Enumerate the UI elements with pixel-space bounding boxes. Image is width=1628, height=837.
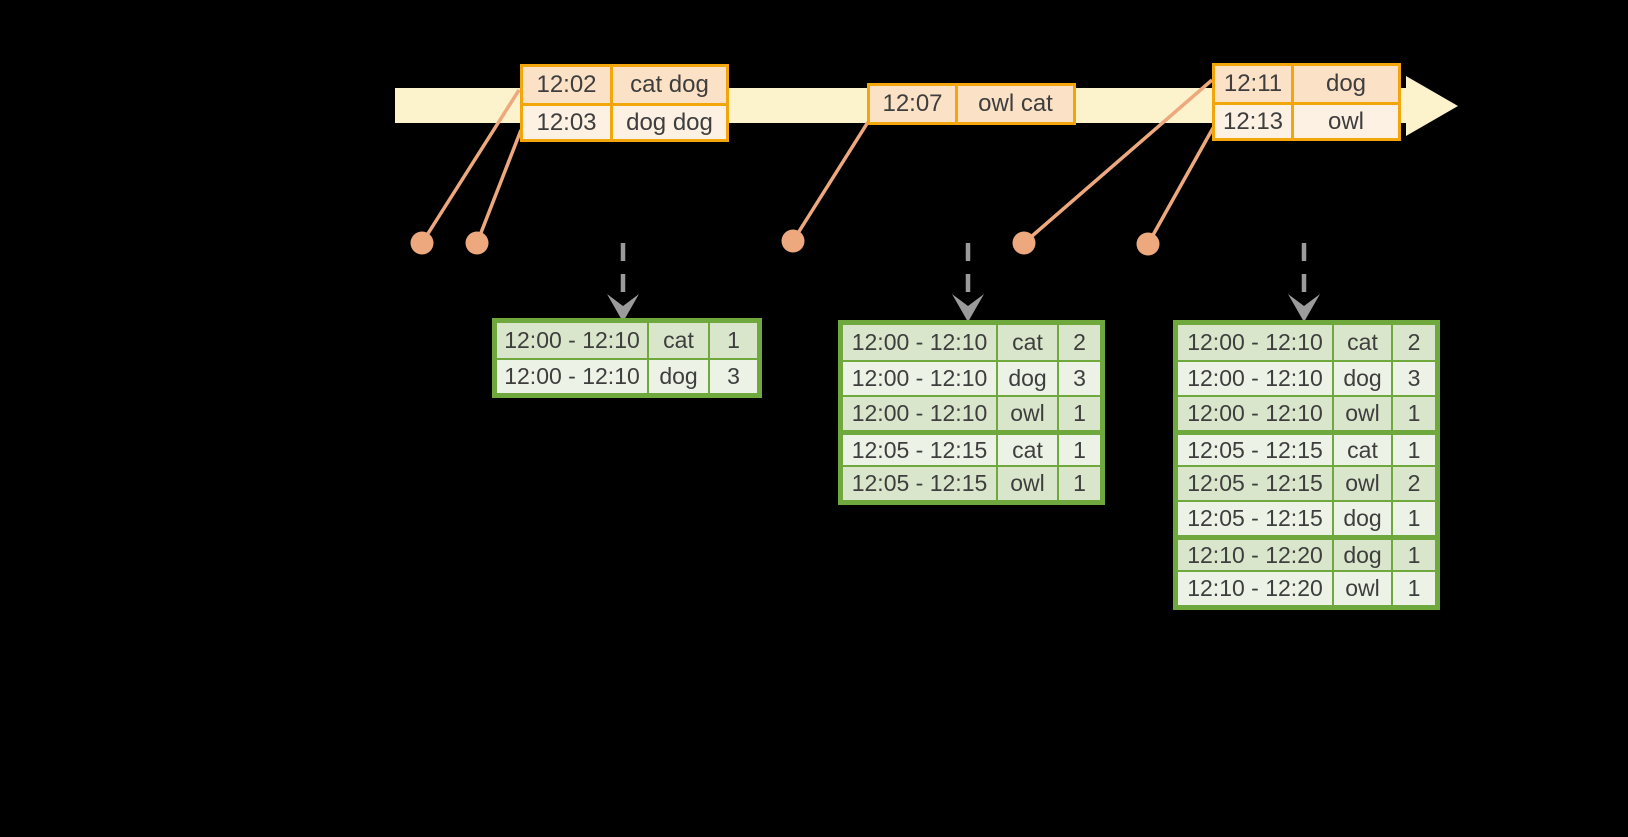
connector-line <box>475 129 523 244</box>
result-count-cell: 1 <box>1391 502 1435 535</box>
result-count-cell: 1 <box>1057 397 1100 430</box>
result-window-cell: 12:00 - 12:10 <box>843 397 996 430</box>
result-window-cell: 12:05 - 12:15 <box>1178 435 1332 465</box>
result-count-cell: 1 <box>1391 435 1435 465</box>
result-word-cell: dog <box>647 360 708 393</box>
down-arrow-icon <box>607 294 639 322</box>
result-window-cell: 12:10 - 12:20 <box>1178 540 1332 570</box>
down-arrow-icon <box>952 294 984 322</box>
result-window-cell: 12:00 - 12:10 <box>843 325 996 360</box>
result-window-cell: 12:05 - 12:15 <box>843 467 996 500</box>
event-words-cell: owl <box>1291 105 1398 138</box>
event-words-cell: dog <box>1291 66 1398 102</box>
result-window-cell: 12:00 - 12:10 <box>1178 362 1332 395</box>
result-window-cell: 12:05 - 12:15 <box>843 435 996 465</box>
result-word-cell: owl <box>1332 572 1391 605</box>
event-words-cell: cat dog <box>610 67 726 103</box>
event-time-cell: 12:03 <box>523 106 610 139</box>
result-window-cell: 12:00 - 12:10 <box>1178 325 1332 360</box>
event-dot <box>1136 232 1160 256</box>
result-count-cell: 2 <box>1391 467 1435 500</box>
result-word-cell: dog <box>1332 502 1391 535</box>
event-words-cell: dog dog <box>610 106 726 139</box>
connector-line <box>791 121 870 242</box>
result-count-cell: 1 <box>1057 467 1100 500</box>
result-count-cell: 3 <box>708 360 757 393</box>
event-time-cell: 12:11 <box>1215 66 1291 102</box>
connector-line <box>1146 127 1215 245</box>
event-words-cell: owl cat <box>955 86 1073 122</box>
result-count-cell: 3 <box>1391 362 1435 395</box>
result-count-cell: 1 <box>1391 397 1435 430</box>
result-word-cell: cat <box>996 435 1057 465</box>
result-window-cell: 12:05 - 12:15 <box>1178 467 1332 500</box>
result-word-cell: dog <box>1332 540 1391 570</box>
trigger-arrow <box>1288 243 1320 322</box>
result-word-cell: cat <box>996 325 1057 360</box>
result-window-cell: 12:10 - 12:20 <box>1178 572 1332 605</box>
event-dot <box>1012 231 1036 255</box>
event-dot <box>465 231 489 255</box>
result-window-cell: 12:00 - 12:10 <box>843 362 996 395</box>
result-count-cell: 1 <box>708 323 757 358</box>
result-word-cell: owl <box>1332 397 1391 430</box>
down-arrow-icon <box>1288 294 1320 322</box>
result-count-cell: 1 <box>1391 540 1435 570</box>
connector-line <box>1022 78 1214 245</box>
result-word-cell: dog <box>1332 362 1391 395</box>
trigger-arrow <box>952 243 984 322</box>
result-word-cell: dog <box>996 362 1057 395</box>
result-word-cell: owl <box>996 467 1057 500</box>
result-count-cell: 1 <box>1391 572 1435 605</box>
event-dot <box>410 231 434 255</box>
result-word-cell: owl <box>996 397 1057 430</box>
result-window-cell: 12:05 - 12:15 <box>1178 502 1332 535</box>
result-word-cell: cat <box>1332 435 1391 465</box>
result-count-cell: 3 <box>1057 362 1100 395</box>
connector-line <box>420 89 521 244</box>
result-count-cell: 2 <box>1391 325 1435 360</box>
result-window-cell: 12:00 - 12:10 <box>1178 397 1332 430</box>
event-time-cell: 12:13 <box>1215 105 1291 138</box>
event-time-cell: 12:07 <box>870 86 955 122</box>
result-count-cell: 1 <box>1057 435 1100 465</box>
event-time-cell: 12:02 <box>523 67 610 103</box>
result-window-cell: 12:00 - 12:10 <box>497 323 647 358</box>
event-dot <box>781 229 805 253</box>
result-count-cell: 2 <box>1057 325 1100 360</box>
result-word-cell: cat <box>1332 325 1391 360</box>
result-word-cell: owl <box>1332 467 1391 500</box>
result-word-cell: cat <box>647 323 708 358</box>
trigger-arrow <box>607 243 639 322</box>
result-window-cell: 12:00 - 12:10 <box>497 360 647 393</box>
